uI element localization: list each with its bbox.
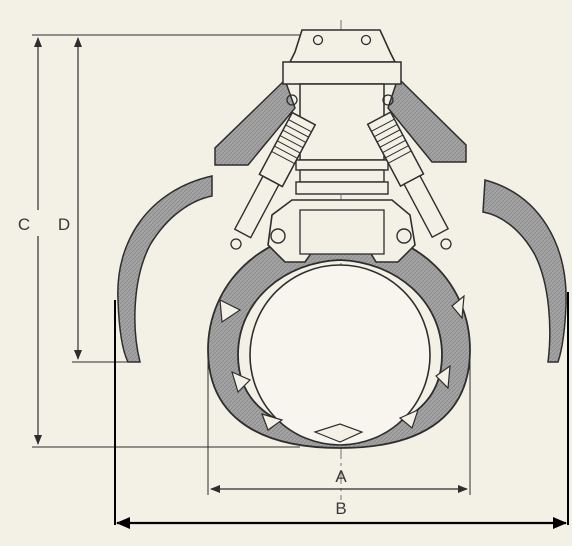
jaw-teeth <box>219 294 465 443</box>
yoke-pivot-left <box>270 228 286 244</box>
label-c-bg <box>26 210 50 236</box>
rotator-ring-2 <box>299 169 385 183</box>
label-a: A <box>335 467 347 486</box>
right-arm-plate <box>387 76 467 163</box>
label-c: C <box>18 215 30 234</box>
left-cylinder-pin-bottom <box>230 238 242 250</box>
rotator-ring-3 <box>295 181 389 195</box>
yoke-pivot-right <box>396 228 412 244</box>
label-d-bg <box>58 210 74 236</box>
right-outer-claw <box>482 179 567 363</box>
mount-pin-left <box>312 34 324 46</box>
log-circle <box>249 264 431 446</box>
yoke-center-block <box>299 209 385 255</box>
left-outer-claw <box>117 175 213 363</box>
right-cylinder-pin-bottom <box>440 238 452 250</box>
left-arm-plate <box>214 78 296 166</box>
left-hydraulic-cylinder <box>233 111 317 239</box>
right-hydraulic-cylinder <box>366 111 450 239</box>
rotator-housing-top <box>282 61 402 85</box>
label-b: B <box>335 499 346 518</box>
right-cylinder-pin-top <box>382 94 394 106</box>
mount-pin-right <box>360 34 372 46</box>
rotator-ring-1 <box>295 159 389 171</box>
left-cylinder-pin-top <box>286 94 298 106</box>
label-d: D <box>58 215 70 234</box>
top-mount-bracket <box>288 29 397 63</box>
